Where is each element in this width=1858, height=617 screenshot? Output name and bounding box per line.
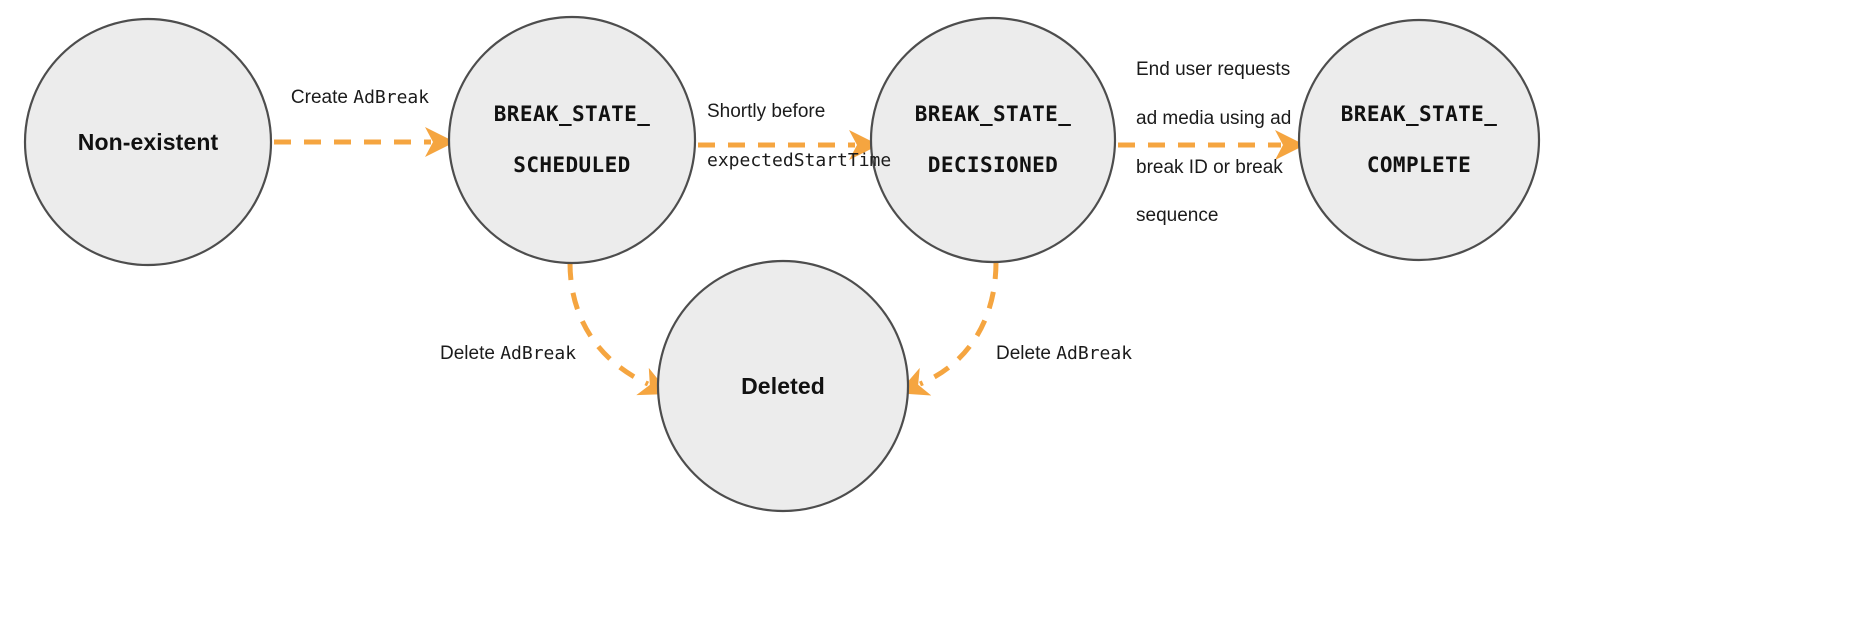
state-node-break-state-decisioned[interactable] [869,16,1117,264]
nodes-layer [23,15,1541,513]
edge-delete-adbreak-from-scheduled [567,262,670,396]
state-node-break-state-complete[interactable] [1297,18,1541,262]
state-node-deleted[interactable] [656,259,910,513]
edge-path-delete-from-decisioned [897,261,999,396]
state-node-non-existent[interactable] [23,17,273,267]
edge-delete-adbreak-from-decisioned [897,261,999,396]
state-node-break-state-scheduled[interactable] [447,15,697,265]
edges-layer [274,127,1305,396]
edge-path-delete-from-scheduled [567,262,670,396]
